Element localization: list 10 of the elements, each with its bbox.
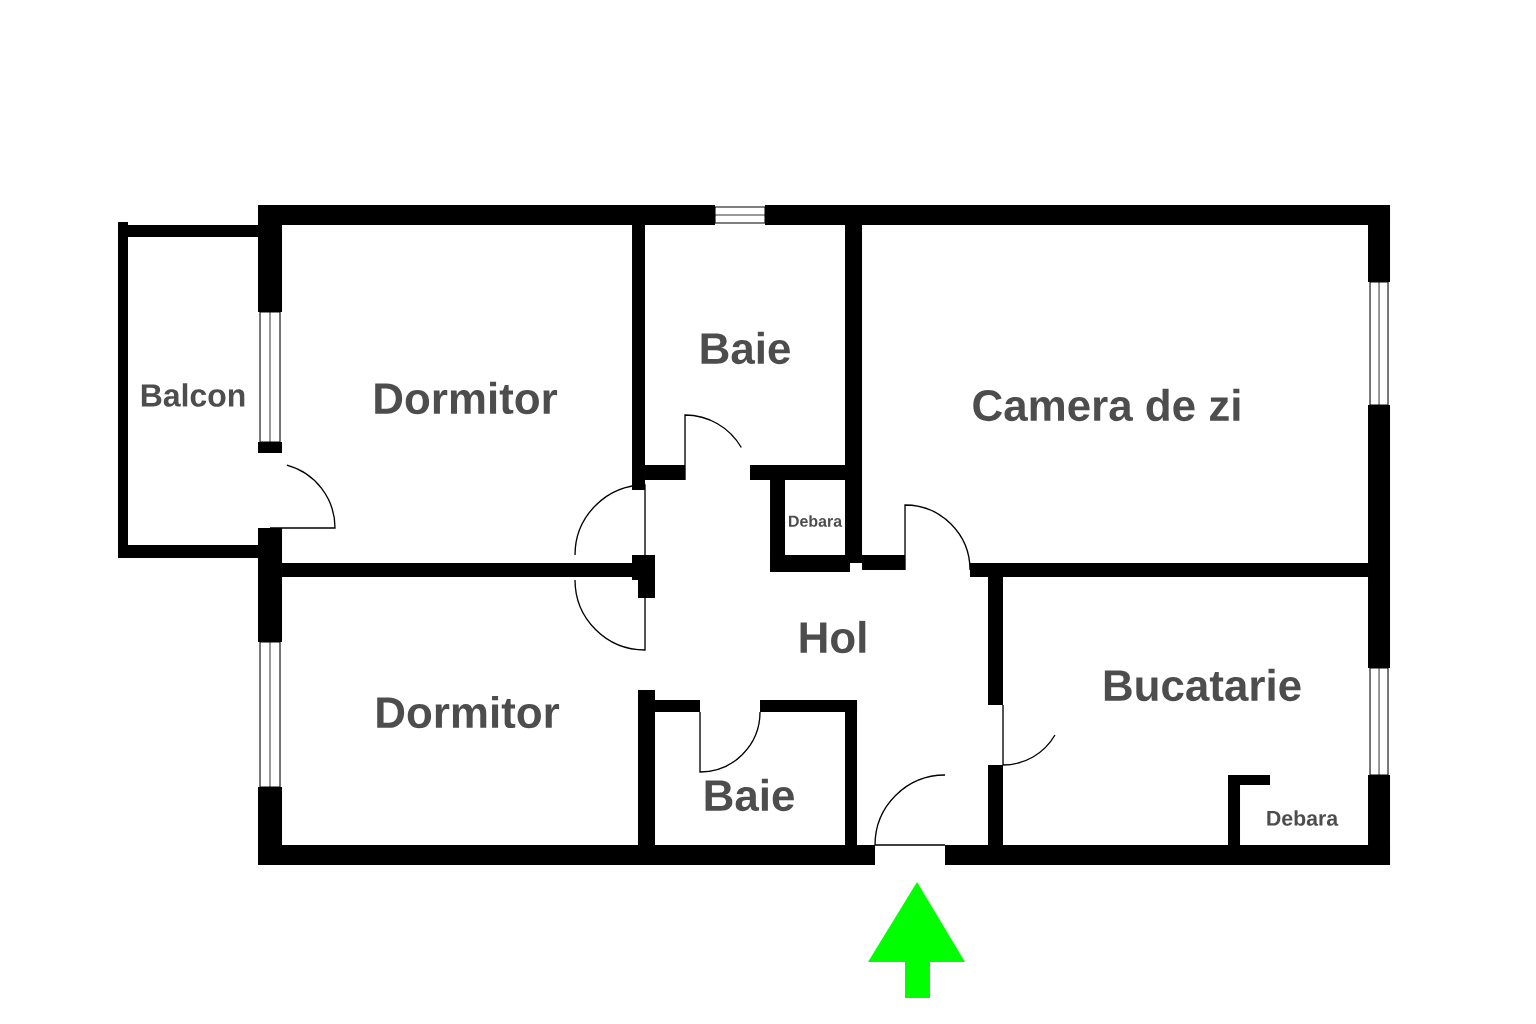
room-label: Camera de zi (973, 388, 1240, 422)
room-label: Debara (1267, 810, 1339, 826)
room-label: Bucatarie (1104, 668, 1301, 702)
room-label: Hol (800, 620, 866, 654)
room-label: Dormitor (377, 695, 560, 729)
room-label: Balcon (141, 383, 245, 407)
room-label: Baie (701, 331, 790, 365)
room-label: Baie (705, 778, 794, 812)
room-label: Debara (789, 515, 843, 527)
room-label: Dormitor (375, 381, 558, 415)
